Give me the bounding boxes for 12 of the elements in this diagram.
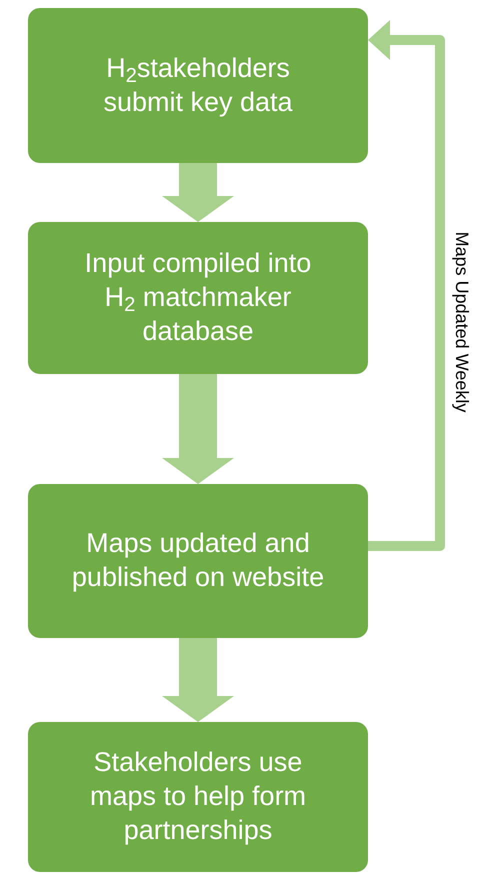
process-box [28,722,368,872]
box-text: H$_{2}$stakeholders submit key data [102,52,294,119]
box-text: Maps updated and published on website [70,527,326,594]
process-box [28,222,368,374]
process-box [28,484,368,638]
block-arrow [162,374,234,484]
process-box [28,8,368,163]
edge-label: Maps Updated Weekly [453,232,471,412]
block-arrow [162,638,234,722]
box-text: Stakeholders use maps to help form partnerships [88,746,308,847]
block-arrow [162,163,234,222]
box-text: Input compiled into H$_{2}$ matchmaker database [84,247,312,348]
